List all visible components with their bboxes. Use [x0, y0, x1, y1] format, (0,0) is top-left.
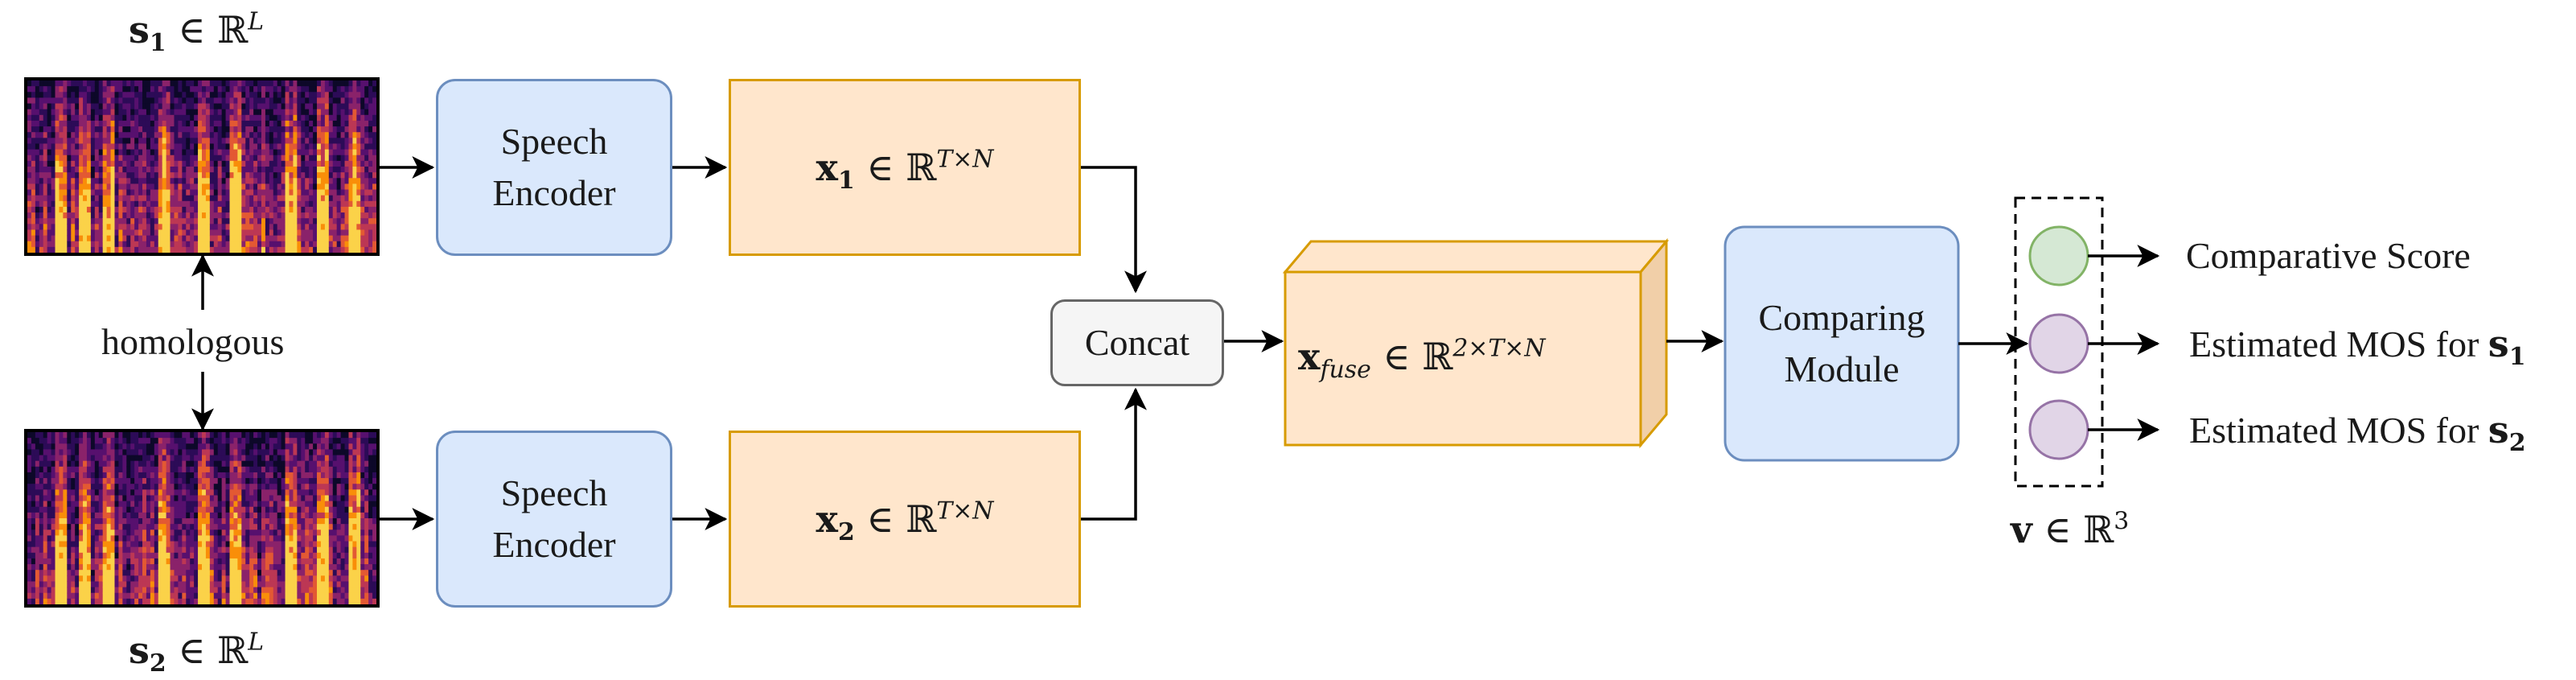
output-mos-s1: Estimated MOS for s1 — [2189, 322, 2526, 372]
s2-label: s2 ∈ ℝL — [129, 628, 265, 678]
fused-feature-block — [1282, 237, 1670, 449]
homologous-label: homologous — [101, 321, 285, 362]
concat-box: Concat — [1050, 299, 1224, 386]
mos-s1-node — [2028, 313, 2089, 374]
s1-label: s1 ∈ ℝL — [129, 7, 265, 58]
x2-feature-box: x2 ∈ ℝT×N — [729, 431, 1081, 608]
output-vector-dashed-box — [2014, 196, 2104, 488]
x-fuse-label: xfuse ∈ ℝ2×T×N — [1298, 334, 1546, 385]
spectrogram-s2-image — [24, 429, 380, 608]
comparative-score-node — [2028, 225, 2089, 286]
arrow-x1-to-concat — [1081, 166, 1147, 294]
output-mos-s2: Estimated MOS for s2 — [2189, 408, 2526, 458]
output-comparative-score: Comparative Score — [2186, 235, 2471, 276]
v-label: v ∈ ℝ3 — [2011, 507, 2130, 551]
x1-feature-box: x1 ∈ ℝT×N — [729, 79, 1081, 256]
spectrogram-s1-image — [24, 77, 380, 256]
mos-s2-node — [2028, 399, 2089, 460]
arrow-x2-to-concat — [1081, 387, 1147, 521]
